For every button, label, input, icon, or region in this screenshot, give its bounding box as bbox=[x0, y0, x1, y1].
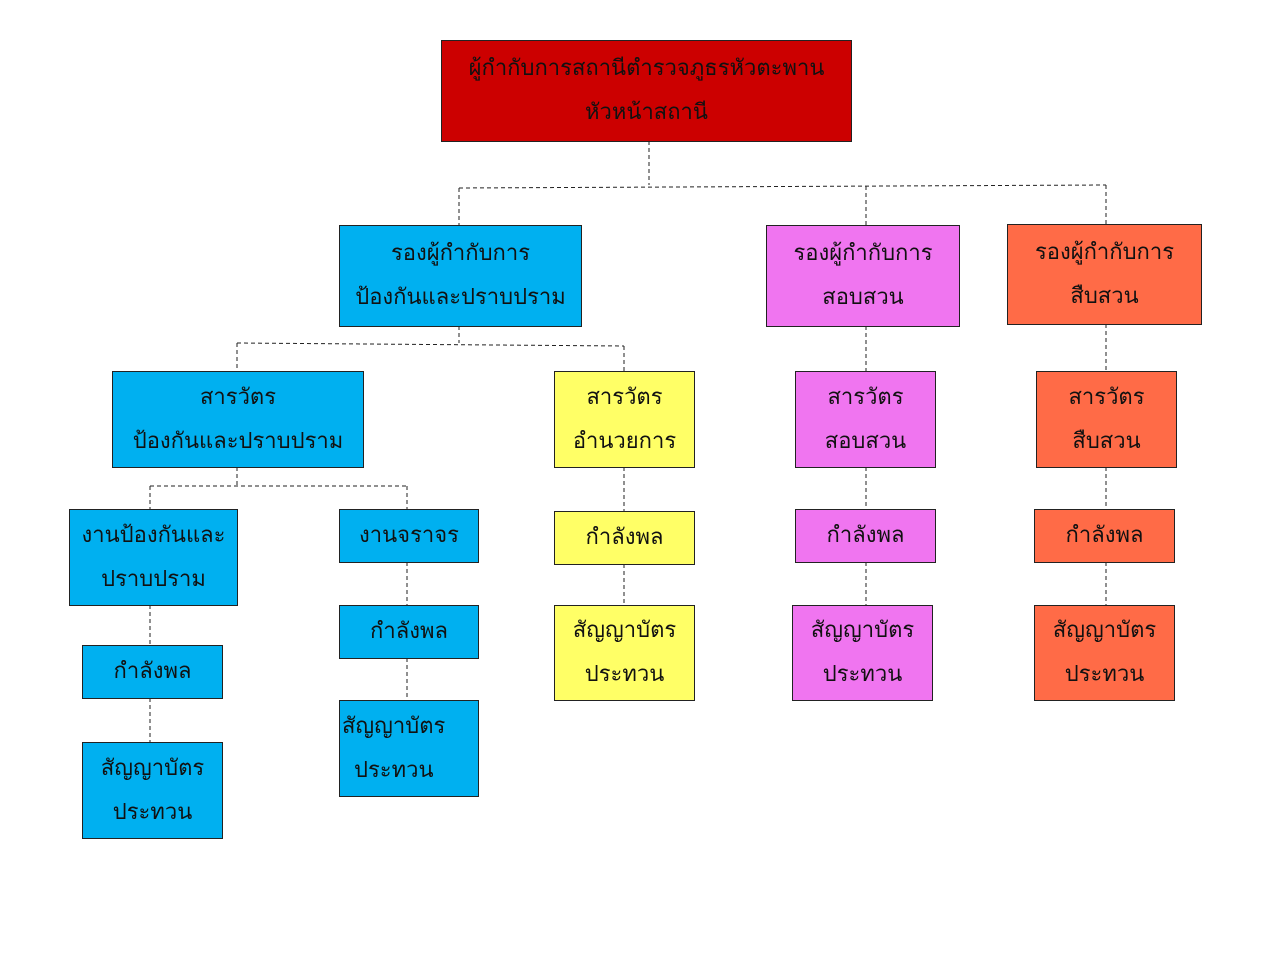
inspector-admin-box: สารวัตร อำนวยการ bbox=[554, 371, 695, 468]
inspector-title: สารวัตร bbox=[1068, 384, 1145, 410]
inspector-title: สารวัตร bbox=[199, 384, 277, 410]
deputy-dept: ป้องกันและปราบปราม bbox=[355, 285, 566, 310]
inspector-title: สารวัตร bbox=[586, 384, 663, 410]
chief-role: หัวหน้าสถานี bbox=[585, 100, 708, 125]
roster-officer: สัญญาบัตร bbox=[572, 618, 677, 643]
roster-nco: ประทวน bbox=[584, 662, 665, 687]
deputy-prevention-box: รองผู้กำกับการ ป้องกันและปราบปราม bbox=[339, 225, 582, 327]
inspector-investigation-box: สารวัตร สอบสวน bbox=[795, 371, 936, 468]
unit-traffic-box: งานจราจร bbox=[339, 509, 479, 563]
force-box: กำลังพล bbox=[554, 511, 695, 565]
roster-box: สัญญาบัตร ประทวน bbox=[1034, 605, 1175, 701]
inspector-prevention-box: สารวัตร ป้องกันและปราบปราม bbox=[112, 371, 364, 468]
inspector-dept: ป้องกันและปราบปราม bbox=[132, 428, 344, 454]
force-label: กำลังพล bbox=[113, 659, 192, 684]
inspector-title: สารวัตร bbox=[827, 384, 904, 410]
force-box: กำลังพล bbox=[339, 605, 479, 659]
roster-nco: ประทวน bbox=[112, 799, 193, 825]
roster-nco: ประทวน bbox=[822, 662, 903, 687]
inspector-inquiry-box: สารวัตร สืบสวน bbox=[1036, 371, 1177, 468]
inspector-dept: สอบสวน bbox=[824, 428, 907, 454]
unit-prevention-box: งานป้องกันและ ปราบปราม bbox=[69, 509, 238, 606]
roster-box: สัญญาบัตร ประทวน bbox=[792, 605, 933, 701]
roster-box: สัญญาบัตร ประทวน bbox=[82, 742, 223, 839]
deputy-title: รองผู้กำกับการ bbox=[390, 241, 531, 266]
deputy-title: รองผู้กำกับการ bbox=[793, 241, 933, 266]
deputy-dept: สืบสวน bbox=[1070, 283, 1139, 309]
force-label: กำลังพล bbox=[826, 523, 905, 548]
chief-title: ผู้กำกับการสถานีตำรวจภูธรหัวตะพาน bbox=[468, 56, 825, 81]
deputy-dept: สอบสวน bbox=[822, 285, 904, 310]
roster-nco: ประทวน bbox=[1064, 662, 1145, 687]
chief-box: ผู้กำกับการสถานีตำรวจภูธรหัวตะพาน หัวหน้… bbox=[441, 40, 852, 142]
force-label: กำลังพล bbox=[1065, 523, 1144, 548]
force-box: กำลังพล bbox=[82, 645, 223, 699]
force-label: กำลังพล bbox=[585, 525, 664, 550]
roster-nco: ประทวน bbox=[354, 757, 434, 783]
inspector-dept: สืบสวน bbox=[1072, 428, 1141, 454]
force-box: กำลังพล bbox=[795, 509, 936, 563]
roster-box: สัญญาบัตร ประทวน bbox=[554, 605, 695, 701]
inspector-dept: อำนวยการ bbox=[572, 428, 677, 454]
force-box: กำลังพล bbox=[1034, 509, 1175, 563]
unit-line1: งานจราจร bbox=[359, 523, 459, 548]
roster-officer: สัญญาบัตร bbox=[100, 755, 205, 781]
force-label: กำลังพล bbox=[370, 619, 448, 644]
roster-officer: สัญญาบัตร bbox=[810, 618, 915, 643]
unit-line1: งานป้องกันและ bbox=[81, 522, 226, 548]
deputy-inquiry-box: รองผู้กำกับการ สืบสวน bbox=[1007, 224, 1202, 325]
deputy-investigation-box: รองผู้กำกับการ สอบสวน bbox=[766, 225, 960, 327]
deputy-title: รองผู้กำกับการ bbox=[1034, 239, 1175, 265]
roster-officer: สัญญาบัตร bbox=[1052, 618, 1157, 643]
roster-box: สัญญาบัตร ประทวน bbox=[339, 700, 479, 797]
unit-line2: ปราบปราม bbox=[101, 566, 206, 592]
roster-officer: สัญญาบัตร bbox=[342, 713, 446, 739]
